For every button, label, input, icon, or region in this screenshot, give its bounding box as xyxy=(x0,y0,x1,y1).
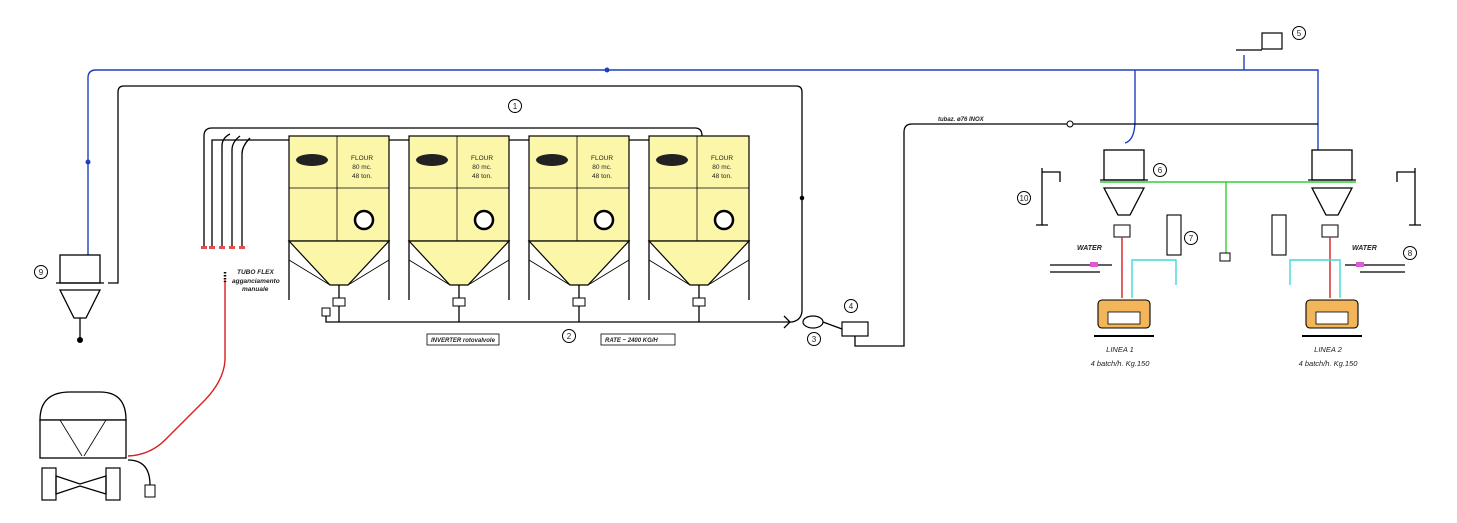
compressed-air-line xyxy=(85,55,1319,255)
control-box xyxy=(1219,252,1231,262)
callout-9: 9 xyxy=(39,268,44,277)
inverter-box xyxy=(426,333,500,346)
rate-box xyxy=(600,333,676,346)
receiver-line-2 xyxy=(1308,149,1356,238)
callout-6: 6 xyxy=(1158,166,1163,175)
silo-1-product: FLOUR xyxy=(351,155,373,162)
dosing-units xyxy=(1166,214,1287,256)
label-aggancio: agganciamento xyxy=(232,278,280,285)
receiver-line-1 xyxy=(1100,149,1148,238)
callout-7: 7 xyxy=(1189,234,1194,243)
mixer-line-2 xyxy=(1302,299,1362,337)
collection-line xyxy=(325,285,790,323)
tanker-truck xyxy=(39,391,156,501)
callout-8: 8 xyxy=(1408,249,1413,258)
silo-4 xyxy=(647,135,751,300)
silo-2-weight: 48 ton. xyxy=(472,173,492,180)
silo-3-product: FLOUR xyxy=(591,155,613,162)
label-linea-1: LINEA 1 xyxy=(1106,345,1134,354)
label-manuale: manuale xyxy=(242,286,269,293)
silo-3 xyxy=(527,135,631,300)
line-filter xyxy=(783,315,824,329)
label-rate: RATE ~ 2400 KG/H xyxy=(605,338,658,344)
signal-line xyxy=(1100,181,1356,255)
compressor xyxy=(1236,32,1283,51)
silo-4-product: FLOUR xyxy=(711,155,733,162)
silo-1-volume: 80 mc. xyxy=(352,164,372,171)
silo-1-weight: 48 ton. xyxy=(352,173,372,180)
label-inverter: INVERTER rotovalvole xyxy=(431,338,496,344)
label-water-1: WATER xyxy=(1077,245,1102,252)
mixer-line-1 xyxy=(1094,299,1154,337)
rotary-valves xyxy=(321,297,706,317)
receiver-left xyxy=(56,254,104,343)
silo-2-product: FLOUR xyxy=(471,155,493,162)
silo-2-volume: 80 mc. xyxy=(472,164,492,171)
silo-2 xyxy=(407,135,511,300)
label-batch-2: 4 batch/h. Kg.150 xyxy=(1299,359,1359,368)
silo-1 xyxy=(287,135,391,300)
label-tubo-flex: TUBO FLEX xyxy=(237,269,274,276)
silo-4-weight: 48 ton. xyxy=(712,173,732,180)
label-water-2: WATER xyxy=(1352,245,1377,252)
label-batch-1: 4 batch/h. Kg.150 xyxy=(1091,359,1151,368)
label-pipe: tubaz. ø76 INOX xyxy=(938,117,985,123)
silo-3-volume: 80 mc. xyxy=(592,164,612,171)
label-linea-2: LINEA 2 xyxy=(1314,345,1342,354)
callout-3: 3 xyxy=(812,335,817,344)
flex-valves xyxy=(201,246,245,249)
callout-5: 5 xyxy=(1297,29,1302,38)
support-stands xyxy=(1036,168,1421,226)
callout-10: 10 xyxy=(1020,194,1029,203)
silo-4-volume: 80 mc. xyxy=(712,164,732,171)
callout-4: 4 xyxy=(849,302,854,311)
flex-hose xyxy=(127,272,227,457)
feed-lines xyxy=(1121,237,1341,298)
blower-unit xyxy=(822,120,1318,347)
filling-line xyxy=(108,85,805,323)
callout-2: 2 xyxy=(567,332,572,341)
water-inlets xyxy=(1050,262,1405,273)
silo-3-weight: 48 ton. xyxy=(592,173,612,180)
callout-1: 1 xyxy=(513,102,518,111)
